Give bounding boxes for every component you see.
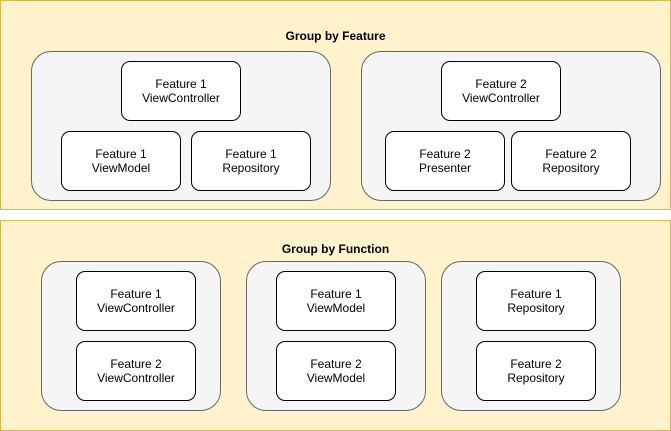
feature-1-repository-node[interactable]: Feature 1 Repository [476, 271, 596, 331]
feature-1-viewmodel-node[interactable]: Feature 1 ViewModel [276, 271, 396, 331]
node-line2: ViewController [97, 301, 175, 315]
viewcontroller-group: Feature 1 ViewController Feature 2 ViewC… [41, 261, 221, 411]
node-line2: Repository [542, 161, 600, 175]
feature-1-viewmodel-node[interactable]: Feature 1 ViewModel [61, 131, 181, 191]
node-line1: Feature 1 [510, 287, 562, 301]
node-line2: ViewModel [306, 371, 366, 385]
node-line1: Feature 2 [510, 357, 562, 371]
feature-2-repository-node[interactable]: Feature 2 Repository [511, 131, 631, 191]
feature-2-presenter-node[interactable]: Feature 2 Presenter [385, 131, 505, 191]
node-line2: ViewController [462, 91, 540, 105]
node-line1: Feature 1 [225, 147, 277, 161]
feature-2-group: Feature 2 ViewController Feature 2 Prese… [361, 51, 661, 201]
node-line1: Feature 2 [110, 357, 162, 371]
node-line1: Feature 1 [310, 287, 362, 301]
feature-2-viewcontroller-node[interactable]: Feature 2 ViewController [76, 341, 196, 401]
node-line2: Repository [222, 161, 280, 175]
section-group-by-function: Group by Function Feature 1 ViewControll… [0, 220, 671, 431]
section-group-by-feature: Group by Feature Feature 1 ViewControlle… [0, 0, 671, 210]
feature-2-viewmodel-node[interactable]: Feature 2 ViewModel [276, 341, 396, 401]
viewmodel-group: Feature 1 ViewModel Feature 2 ViewModel [246, 261, 426, 411]
feature-1-repository-node[interactable]: Feature 1 Repository [191, 131, 311, 191]
feature-1-group: Feature 1 ViewController Feature 1 ViewM… [31, 51, 331, 201]
feature-2-viewcontroller-node[interactable]: Feature 2 ViewController [441, 61, 561, 121]
feature-1-viewcontroller-node[interactable]: Feature 1 ViewController [121, 61, 241, 121]
section-title: Group by Function [281, 242, 390, 256]
feature-2-repository-node[interactable]: Feature 2 Repository [476, 341, 596, 401]
node-line1: Feature 1 [95, 147, 147, 161]
node-line1: Feature 1 [110, 287, 162, 301]
section-title: Group by Feature [285, 29, 386, 43]
node-line1: Feature 2 [475, 77, 527, 91]
node-line2: ViewController [97, 371, 175, 385]
feature-1-viewcontroller-node[interactable]: Feature 1 ViewController [76, 271, 196, 331]
node-line1: Feature 2 [419, 147, 471, 161]
node-line2: Repository [507, 301, 565, 315]
node-line1: Feature 1 [155, 77, 207, 91]
node-line1: Feature 2 [545, 147, 597, 161]
repository-group: Feature 1 Repository Feature 2 Repositor… [441, 261, 621, 411]
node-line1: Feature 2 [310, 357, 362, 371]
node-line2: Repository [507, 371, 565, 385]
node-line2: Presenter [418, 161, 472, 175]
node-line2: ViewModel [91, 161, 151, 175]
node-line2: ViewModel [306, 301, 366, 315]
node-line2: ViewController [142, 91, 220, 105]
